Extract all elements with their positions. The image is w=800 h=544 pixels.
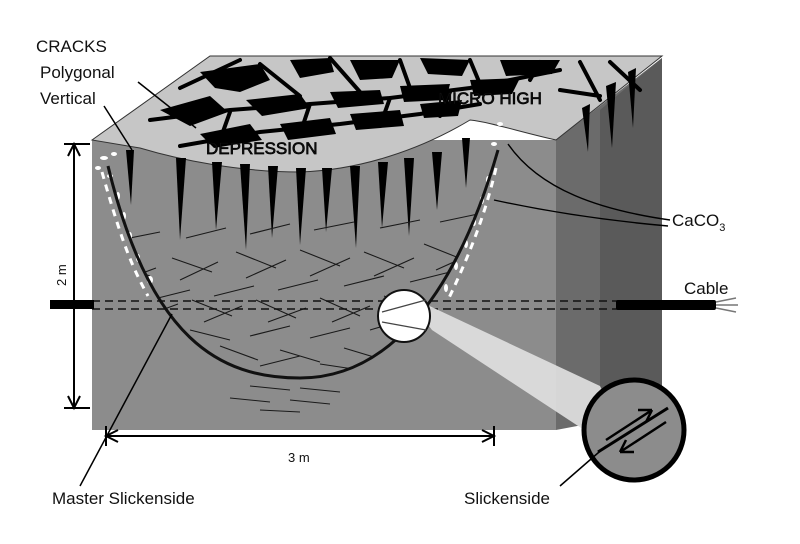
cable-right-end — [616, 300, 716, 310]
label-slickenside: Slickenside — [464, 489, 550, 508]
label-depth: 2 m — [54, 264, 69, 286]
cable-wires — [715, 297, 738, 313]
caco3-dashed-right — [446, 167, 498, 301]
magnifier-source-circle — [377, 289, 431, 343]
label-micro-high: MICRO HIGH — [438, 89, 542, 108]
polygonal-crack-lines — [148, 56, 642, 148]
label-width: 3 m — [288, 450, 310, 465]
label-vertical: Vertical — [40, 89, 96, 108]
cable-left-end — [50, 300, 94, 309]
slickenside-plane — [597, 406, 669, 454]
slickenside-texture-below — [229, 385, 341, 413]
label-cracks: CRACKS — [36, 37, 107, 56]
leader-master-slickenside — [79, 313, 173, 487]
leader-slickenside — [559, 445, 607, 487]
magnifier-source-lines — [381, 299, 427, 331]
leader-vertical — [103, 105, 133, 151]
shear-arrow-lower — [618, 420, 667, 454]
shear-arrow-upper — [605, 408, 654, 442]
leader-caco3-upper — [507, 143, 671, 221]
leader-polygonal — [137, 81, 197, 129]
label-depression: DEPRESSION — [206, 139, 317, 158]
side-face-shade — [600, 58, 662, 418]
label-caco3: CaCO3 — [672, 211, 725, 234]
label-master-slickenside: Master Slickenside — [52, 489, 195, 508]
caco3-dashed-left — [100, 171, 150, 297]
master-slickenside-curve — [106, 149, 500, 380]
front-face — [92, 140, 556, 430]
leader-caco3-lower — [493, 199, 669, 227]
vertical-cracks — [126, 68, 636, 250]
label-polygonal: Polygonal — [40, 63, 115, 82]
label-cable: Cable — [684, 279, 728, 298]
